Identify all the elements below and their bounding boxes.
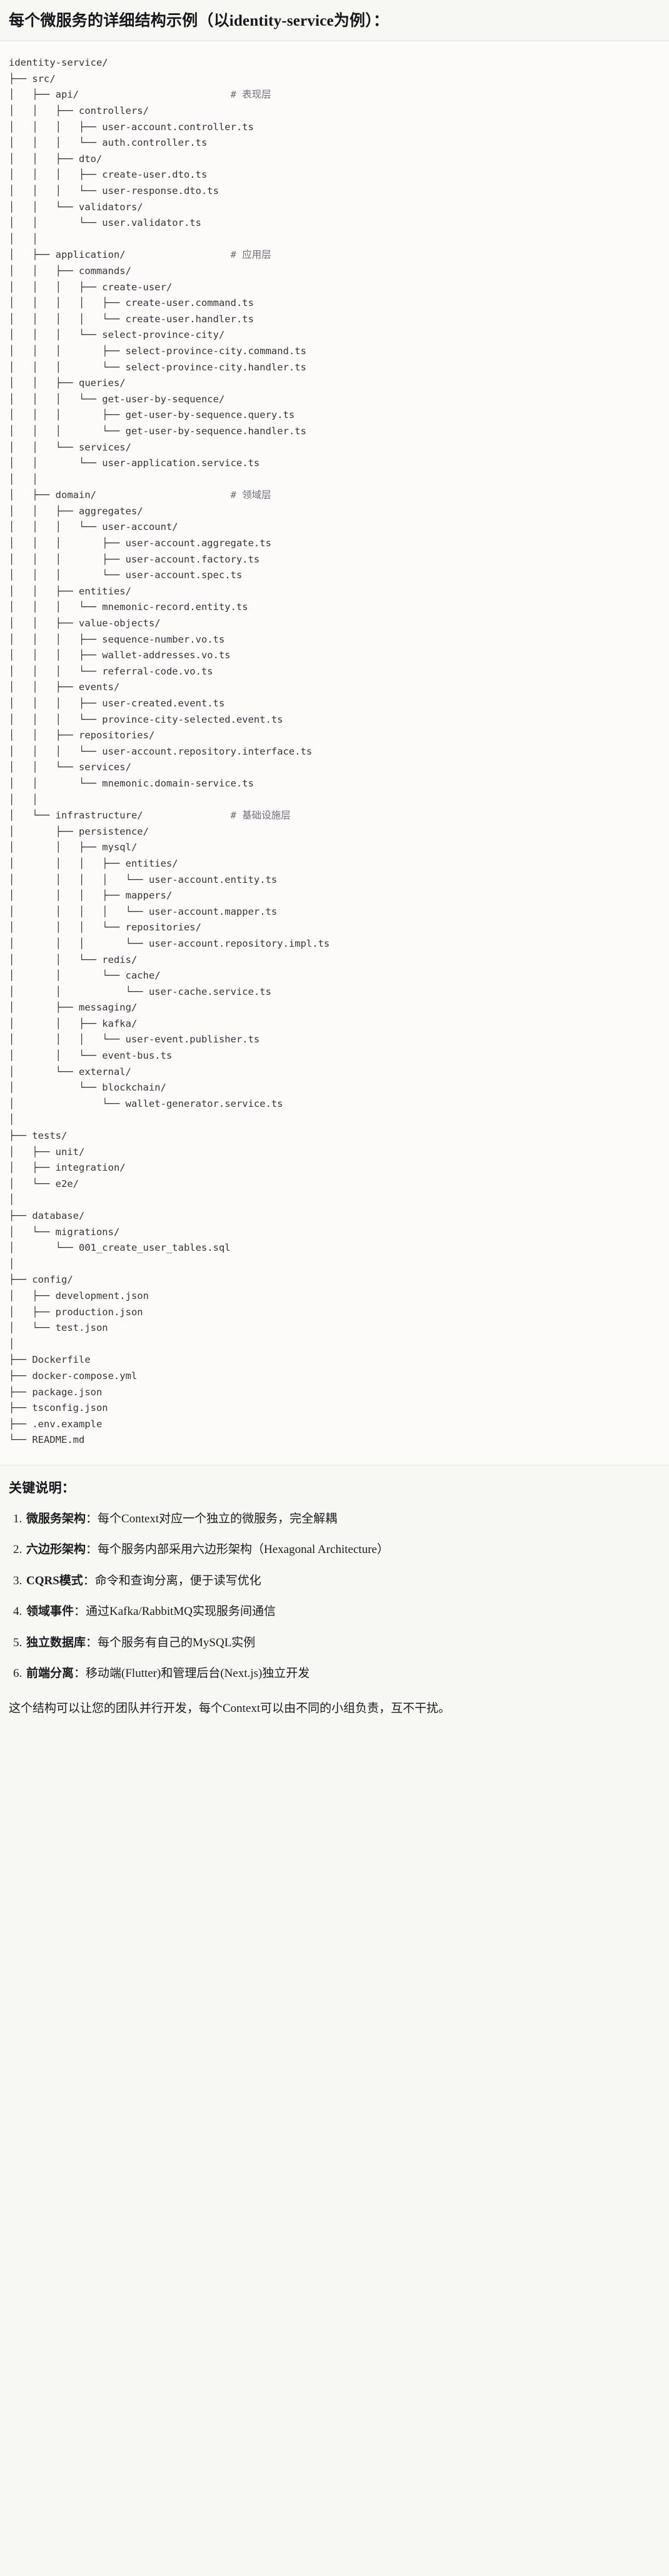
key-note-term: 独立数据库: [26, 1636, 86, 1649]
key-note-desc: ：命令和查询分离，便于读写优化: [83, 1574, 261, 1587]
key-note-term: 前端分离: [26, 1667, 74, 1681]
tree-layer-comment: # 领域层: [230, 489, 271, 501]
key-note-desc: ：每个Context对应一个独立的微服务，完全解耦: [86, 1512, 338, 1525]
key-note-desc: ：通过Kafka/RabbitMQ实现服务间通信: [74, 1605, 276, 1619]
key-note-desc: ：移动端(Flutter)和管理后台(Next.js)独立开发: [74, 1667, 310, 1681]
closing-paragraph: 这个结构可以让您的团队并行开发，每个Context可以由不同的小组负责，互不干扰…: [9, 1701, 451, 1715]
directory-tree-content: identity-service/ ├── src/ │ ├── api/ # …: [9, 57, 330, 1446]
tree-layer-comment: # 基础设施层: [230, 810, 291, 822]
key-note-item: 六边形架构：每个服务内部采用六边形架构（Hexagonal Architectu…: [25, 1541, 660, 1559]
key-notes-title: 关键说明：: [9, 1480, 75, 1495]
tree-layer-comment: # 应用层: [230, 249, 271, 261]
key-note-term: 微服务架构: [26, 1512, 86, 1525]
key-notes-section: 关键说明： 微服务架构：每个Context对应一个独立的微服务，完全解耦六边形架…: [0, 1465, 669, 1732]
key-note-term: CQRS模式: [26, 1574, 83, 1587]
page-root: 每个微服务的详细结构示例（以identity-service为例）： ident…: [0, 0, 669, 1731]
key-note-item: 独立数据库：每个服务有自己的MySQL实例: [25, 1634, 660, 1652]
key-note-item: CQRS模式：命令和查询分离，便于读写优化: [25, 1572, 660, 1591]
key-note-term: 领域事件: [26, 1605, 74, 1619]
key-note-item: 微服务架构：每个Context对应一个独立的微服务，完全解耦: [25, 1510, 660, 1529]
key-note-item: 领域事件：通过Kafka/RabbitMQ实现服务间通信: [25, 1603, 660, 1621]
key-note-desc: ：每个服务内部采用六边形架构（Hexagonal Architecture）: [86, 1543, 389, 1557]
key-note-term: 六边形架构: [26, 1543, 86, 1557]
page-title: 每个微服务的详细结构示例（以identity-service为例）：: [9, 13, 390, 29]
directory-tree-code-block: identity-service/ ├── src/ │ ├── api/ # …: [0, 41, 669, 1465]
title-bar: 每个微服务的详细结构示例（以identity-service为例）：: [0, 0, 669, 42]
directory-tree: identity-service/ ├── src/ │ ├── api/ # …: [9, 55, 660, 1448]
key-note-item: 前端分离：移动端(Flutter)和管理后台(Next.js)独立开发: [25, 1665, 660, 1683]
key-notes-list: 微服务架构：每个Context对应一个独立的微服务，完全解耦六边形架构：每个服务…: [9, 1510, 660, 1683]
tree-layer-comment: # 表现层: [230, 89, 271, 101]
key-note-desc: ：每个服务有自己的MySQL实例: [86, 1636, 256, 1649]
